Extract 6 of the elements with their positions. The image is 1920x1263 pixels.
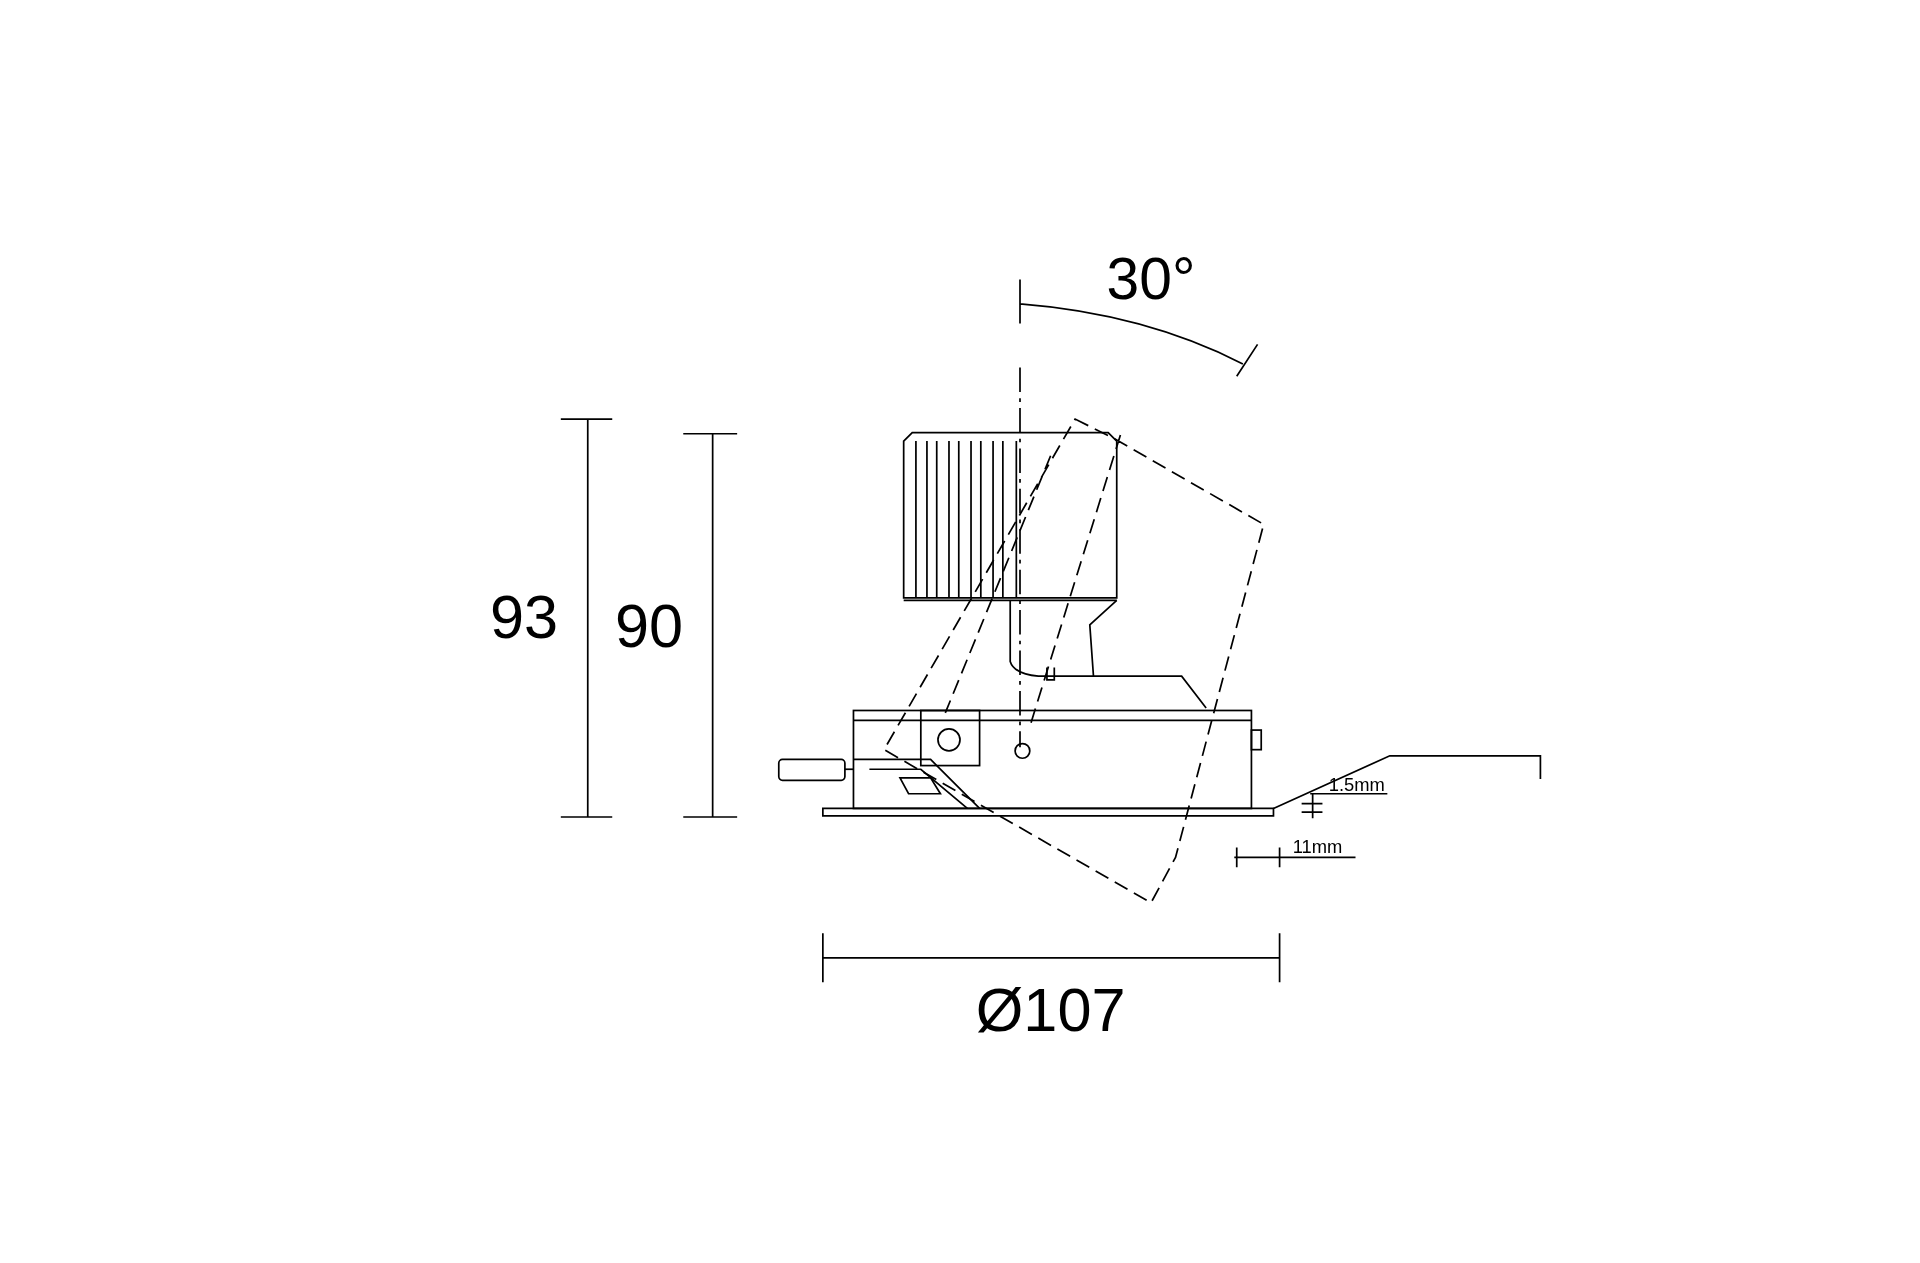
dimension-label: 90	[614, 596, 683, 658]
dimension-label: 11mm	[1292, 838, 1343, 857]
dimension-label: Ø107	[975, 980, 1126, 1043]
dimension-label: 30°	[1106, 249, 1196, 309]
dimension-label: 1.5mm	[1328, 775, 1385, 795]
dimension-label: 93	[490, 587, 559, 649]
